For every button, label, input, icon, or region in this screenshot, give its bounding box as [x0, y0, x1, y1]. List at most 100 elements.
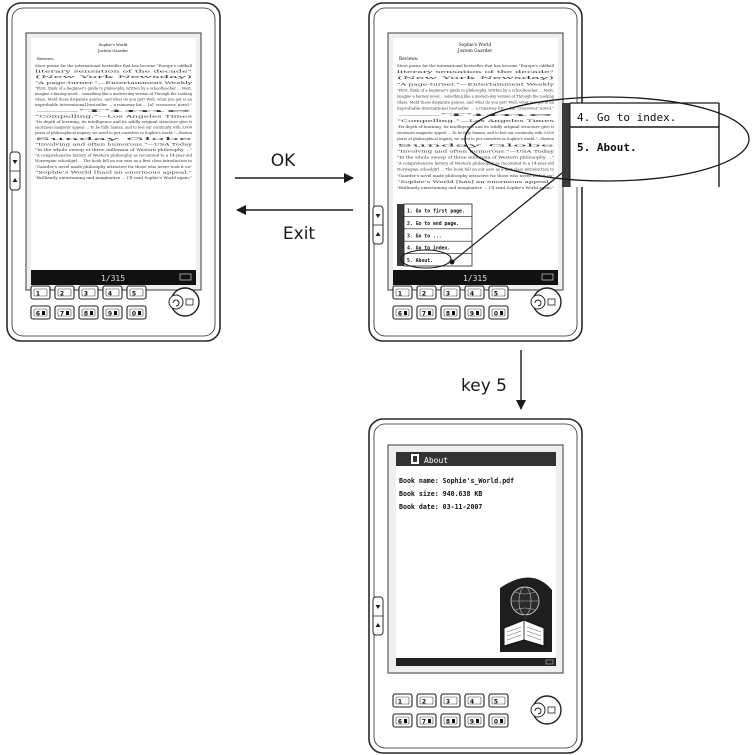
page-body-line: More praise for the international bestse…: [35, 64, 192, 68]
ok-arrow: OK: [235, 151, 354, 183]
key-label: 9: [470, 718, 474, 725]
page-heading-line: Jostein Gaarder: [457, 49, 493, 54]
page-body-line: enormous magnetic appeal ... To be fully…: [35, 126, 192, 130]
page-body-line: "A page-turner."—Entertainment Weekly: [397, 81, 556, 86]
exit-label: Exit: [283, 224, 316, 244]
key-3[interactable]: 3: [440, 693, 461, 708]
key-3[interactable]: 3: [440, 285, 461, 300]
menu-item-2[interactable]: 2. Go to end page.: [407, 221, 459, 227]
page-body-line: Sunday Globe: [397, 142, 558, 147]
page-body-line: enormous magnetic appeal ... To be fully…: [397, 130, 554, 135]
key-0[interactable]: 0: [488, 305, 509, 320]
key-label: 2: [422, 290, 426, 297]
page-body-line: "Involving and often humorous."—USA Toda…: [397, 148, 555, 153]
key-label: 8: [446, 718, 450, 725]
menu-item-3[interactable]: 3. Go to ...: [407, 233, 442, 239]
page-body-line: (New York Newsday): [35, 75, 195, 79]
key-label: 5: [132, 290, 136, 297]
key-6[interactable]: 6: [392, 713, 413, 728]
key-6[interactable]: 6: [392, 305, 413, 320]
key-0[interactable]: 0: [126, 305, 147, 320]
ok-label: OK: [271, 151, 296, 171]
page-heading-line: Jostein Gaarder: [97, 48, 128, 53]
key-label: 7: [60, 310, 64, 317]
return-icon: [534, 707, 542, 715]
side-page-buttons[interactable]: [372, 596, 384, 636]
battery-icon: [179, 273, 192, 281]
menu-item-5[interactable]: 5. About.: [407, 258, 433, 264]
key-8[interactable]: 8: [440, 713, 461, 728]
key-9[interactable]: 9: [102, 305, 123, 320]
info-icon: [411, 454, 419, 464]
page-up-icon: [375, 623, 381, 627]
key-label: 6: [398, 310, 402, 317]
battery-icon: [545, 659, 554, 665]
page-body-line: improbable international bestseller ... …: [35, 103, 193, 107]
key-9[interactable]: 9: [464, 713, 485, 728]
key-4[interactable]: 4: [102, 285, 123, 300]
key-label: 1: [398, 290, 402, 297]
page-body-line: Norwegian schoolgirl ... The book fell o…: [35, 159, 192, 163]
page-body-line: years of philosophical inquiry, we need …: [396, 136, 554, 141]
side-page-buttons[interactable]: [9, 151, 21, 191]
page-heading-line: Reviews:: [399, 57, 418, 62]
key-label: 2: [422, 698, 426, 705]
key-3[interactable]: 3: [78, 285, 99, 300]
exit-arrow: Exit: [236, 205, 353, 244]
key-2[interactable]: 2: [54, 285, 75, 300]
key-2[interactable]: 2: [416, 285, 437, 300]
key-5[interactable]: 5: [488, 285, 509, 300]
key-7[interactable]: 7: [54, 305, 75, 320]
key-6[interactable]: 6: [30, 305, 51, 320]
nav-circle-buttons[interactable]: [530, 695, 562, 725]
nav-circle-buttons[interactable]: [530, 287, 562, 317]
ok-key-icon: [185, 298, 194, 306]
key-label: 7: [422, 310, 426, 317]
page-body-line: "Sophie's World [has] an enormous appeal…: [35, 170, 193, 174]
page-body-line: "Gaarder's novel made philosophy attract…: [397, 173, 554, 178]
status-bar: [31, 270, 196, 285]
key-2[interactable]: 2: [416, 693, 437, 708]
key-label: 1: [36, 290, 40, 297]
nav-circle-buttons[interactable]: [168, 287, 200, 317]
key-label: 0: [494, 718, 498, 725]
key-1[interactable]: 1: [392, 693, 413, 708]
key-7[interactable]: 7: [416, 713, 437, 728]
ok-key-icon: [547, 706, 556, 714]
page-body-line: More praise for the international bestse…: [397, 63, 555, 68]
page-heading-line: Reviews:: [37, 56, 54, 61]
highlight-ellipse: [400, 249, 452, 269]
key-7[interactable]: 7: [416, 305, 437, 320]
menu-item-4[interactable]: 4. Go to index.: [407, 246, 450, 252]
page-body-line: "Its depth of learning, its intelligence…: [35, 120, 193, 124]
key-0[interactable]: 0: [488, 713, 509, 728]
key-5[interactable]: 5: [126, 285, 147, 300]
key-8[interactable]: 8: [78, 305, 99, 320]
page-body-line: years of philosophical inquiry, we need …: [34, 131, 193, 135]
globe-book-illustration: [500, 577, 552, 652]
key5-arrow: key 5: [461, 350, 526, 410]
key-4[interactable]: 4: [464, 693, 485, 708]
side-page-buttons[interactable]: [372, 205, 384, 245]
page-down-icon: [12, 160, 18, 164]
page-heading-line: Sophie's World: [99, 42, 128, 47]
key-5[interactable]: 5: [488, 693, 509, 708]
page-body-line: improbable international bestseller ... …: [397, 106, 554, 111]
zoom-menu-item-5: 5. About.: [577, 141, 637, 154]
key-9[interactable]: 9: [464, 305, 485, 320]
menu-item-1[interactable]: 1. Go to first page.: [407, 209, 465, 215]
key-4[interactable]: 4: [464, 285, 485, 300]
key-8[interactable]: 8: [440, 305, 461, 320]
page-body-line: "Compelling."—Los Angeles Times: [397, 118, 554, 123]
page-up-icon: [375, 232, 381, 236]
key-label: 4: [470, 290, 474, 297]
key-1[interactable]: 1: [30, 285, 51, 300]
key-1[interactable]: 1: [392, 285, 413, 300]
page-body-line: "In the whole sweep of three millennia o…: [35, 148, 193, 152]
page-body-line: —Time: [397, 112, 562, 117]
